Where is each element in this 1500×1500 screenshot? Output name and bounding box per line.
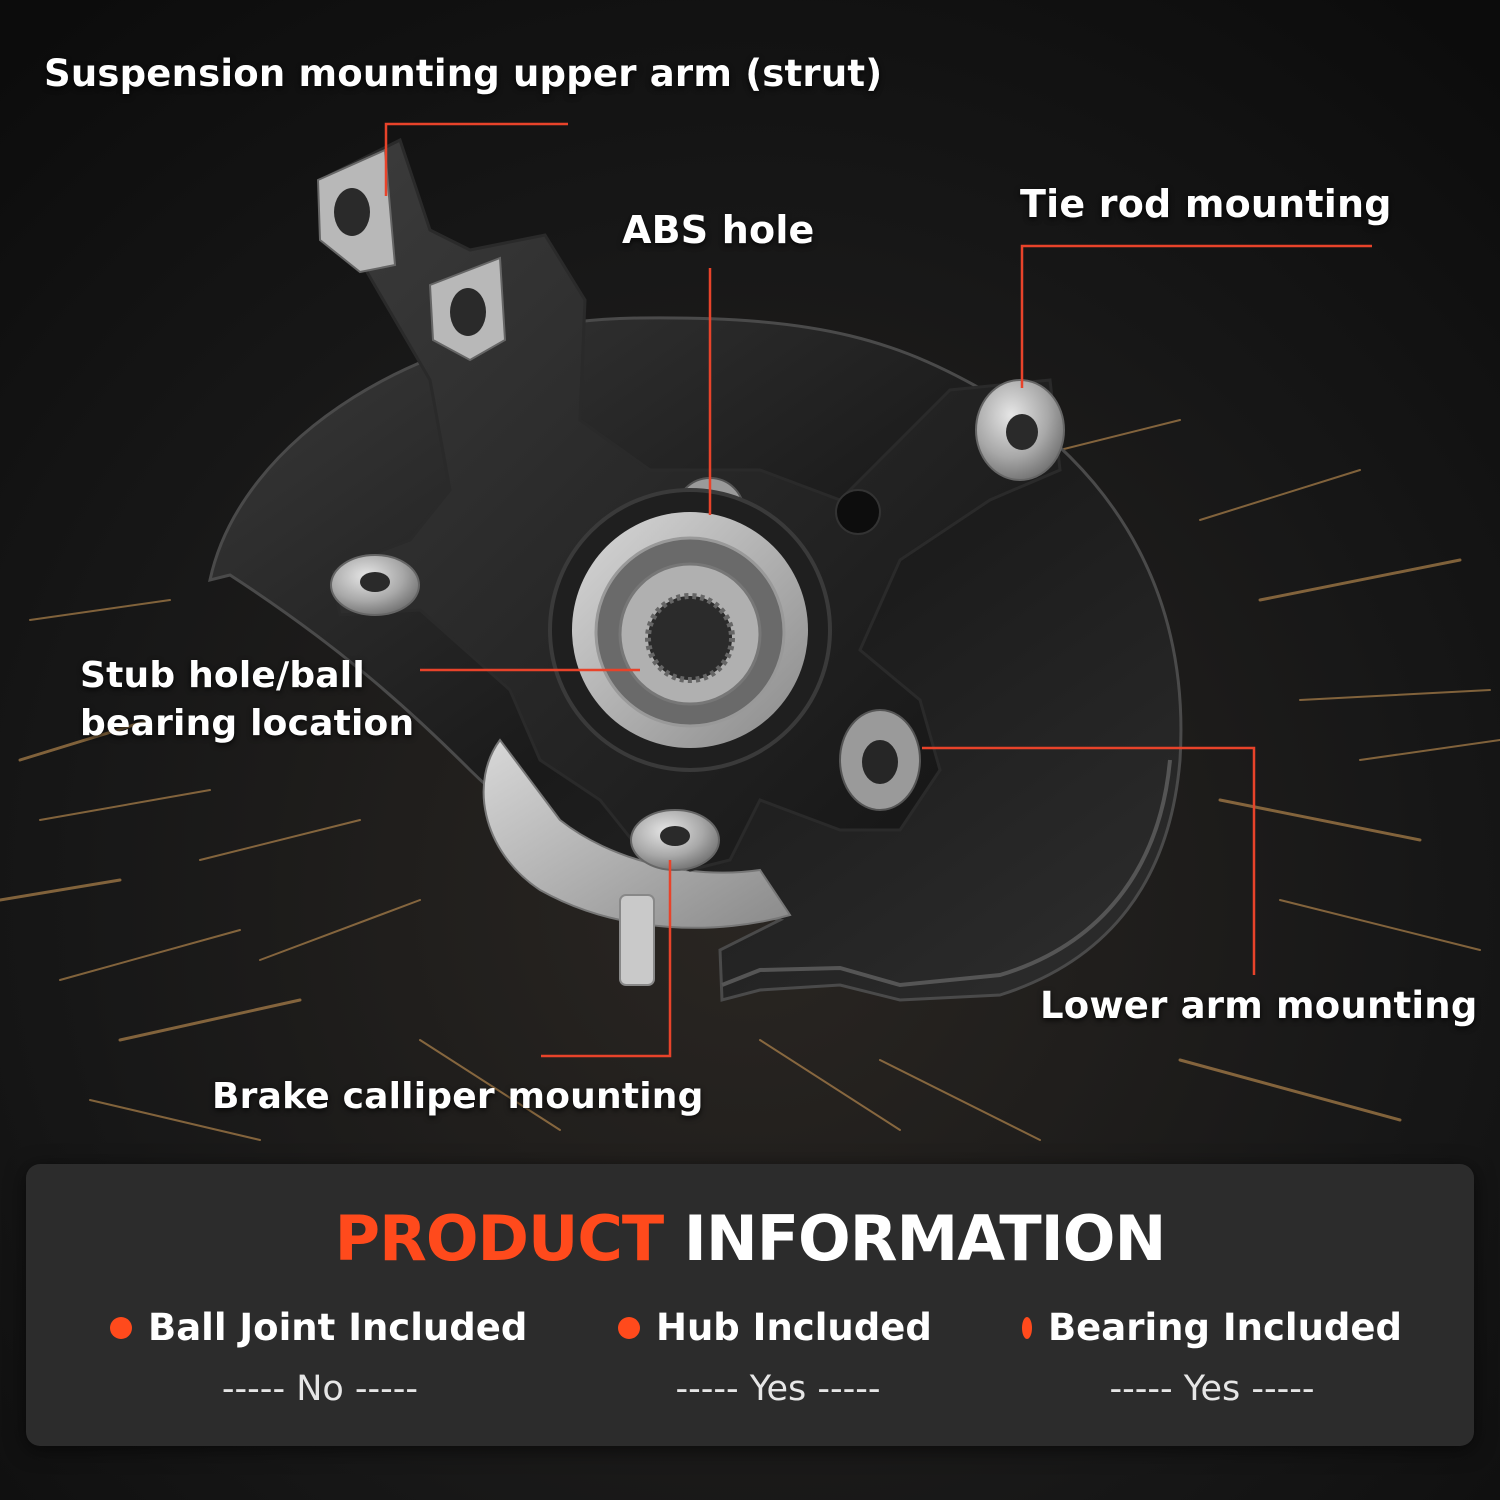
- callout-lower-arm: Lower arm mounting: [1040, 984, 1478, 1027]
- dust-shield-rim: [721, 759, 1172, 988]
- info-bearing-head: Bearing Included: [1022, 1306, 1402, 1349]
- leader-lower-arm: [922, 746, 1256, 975]
- tie-rod-hole: [1006, 414, 1038, 450]
- leader-brake: [541, 860, 672, 1058]
- info-bearing: Bearing Included ----- Yes -----: [1022, 1306, 1402, 1409]
- callout-abs-hole: ABS hole: [622, 208, 815, 252]
- leader-tie-rod: [1020, 244, 1372, 388]
- bullet-dot-icon: [618, 1316, 640, 1339]
- callout-stub-hole: Stub hole/ball bearing location: [80, 655, 415, 744]
- info-ball-joint-value: ----- No -----: [221, 1369, 419, 1409]
- info-bearing-label: Bearing Included: [1047, 1306, 1402, 1349]
- panel-title-rest: INFORMATION: [683, 1202, 1167, 1275]
- strut-bolt-hole-2: [450, 288, 486, 336]
- bullet-dot-icon: [110, 1316, 132, 1339]
- wheel-stud: [619, 894, 655, 986]
- info-hub-label: Hub Included: [656, 1306, 932, 1349]
- info-hub-value: ----- Yes -----: [675, 1369, 881, 1409]
- panel-title: PRODUCT INFORMATION: [26, 1202, 1474, 1275]
- leader-lines: [384, 122, 1372, 1058]
- info-ball-joint-head: Ball Joint Included: [110, 1306, 530, 1349]
- callout-strut: Suspension mounting upper arm (strut): [44, 52, 883, 95]
- caliper-boss-upper-hole: [360, 572, 390, 592]
- info-ball-joint-label: Ball Joint Included: [148, 1306, 528, 1349]
- info-hub-head: Hub Included: [618, 1306, 938, 1349]
- caliper-boss-lower-hole: [660, 826, 690, 846]
- sparks-decoration: [0, 419, 1500, 1141]
- info-bearing-value: ----- Yes -----: [1109, 1369, 1315, 1409]
- leader-strut: [384, 122, 568, 196]
- info-ball-joint: Ball Joint Included ----- No -----: [110, 1306, 530, 1409]
- callout-brake-caliper: Brake calliper mounting: [212, 1076, 704, 1117]
- panel-title-highlight: PRODUCT: [334, 1202, 664, 1275]
- callout-tie-rod: Tie rod mounting: [1020, 182, 1392, 226]
- bullet-dot-icon: [1022, 1316, 1032, 1339]
- info-hub: Hub Included ----- Yes -----: [618, 1306, 938, 1409]
- strut-bolt-hole-1: [334, 188, 370, 236]
- product-information-panel: PRODUCT INFORMATION Ball Joint Included …: [26, 1164, 1474, 1446]
- spline-hole: [645, 593, 735, 683]
- lower-arm-hole: [862, 740, 898, 784]
- knuckle-plug: [835, 489, 881, 535]
